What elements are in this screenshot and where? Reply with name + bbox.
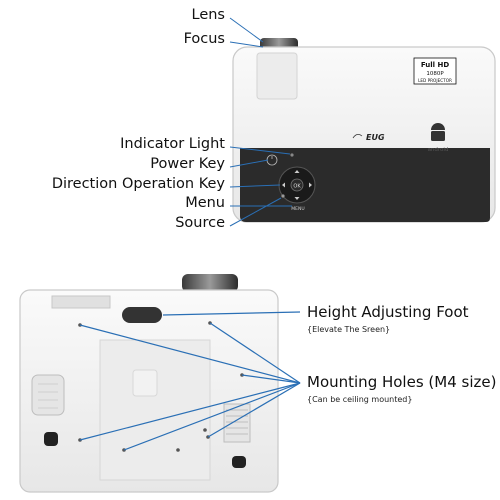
- android-text: android: [428, 147, 449, 153]
- left-arrow-icon: [282, 182, 285, 188]
- leader-hole-5: [207, 382, 301, 438]
- projector-top-view: Full HD 1080P LED PROJECTOR EUG android …: [229, 17, 496, 227]
- ok-label: OK: [293, 184, 301, 190]
- label-power-key: Power Key: [150, 156, 225, 172]
- badge-line2: 1080P: [426, 71, 444, 77]
- leader-lens: [229, 17, 264, 43]
- vent-left: [31, 374, 65, 416]
- leader-focus: [229, 41, 264, 48]
- label-lens: Lens: [191, 7, 226, 23]
- brand-swoosh: [352, 134, 363, 139]
- menu-key-label: MENU: [291, 206, 304, 212]
- source-button[interactable]: [281, 194, 285, 198]
- badge-line1: Full HD: [421, 61, 450, 69]
- leader-hole-4: [79, 382, 301, 441]
- label-height-foot-note: {Elevate The Sreen}: [307, 325, 391, 334]
- top-leader-lines: [229, 17, 292, 227]
- rear-ports: [51, 295, 111, 309]
- base-plate: [99, 339, 211, 481]
- height-adjusting-foot[interactable]: [122, 307, 162, 323]
- bottom-leader-lines: [79, 311, 301, 451]
- label-menu: Menu: [185, 195, 225, 211]
- brand-logo: EUG: [366, 133, 385, 142]
- mounting-hole: [203, 428, 207, 432]
- leader-height-foot: [162, 311, 301, 316]
- control-panel: [240, 148, 490, 222]
- label-indicator-light: Indicator Light: [120, 136, 225, 152]
- leader-hole-1: [79, 324, 301, 384]
- label-sticker: [132, 369, 158, 397]
- lens-cover: [256, 52, 298, 100]
- up-arrow-icon: [294, 170, 300, 173]
- foot-right: [232, 456, 246, 468]
- leader-hole-3: [241, 374, 301, 384]
- label-direction-key: Direction Operation Key: [51, 176, 225, 192]
- leader-hole-2: [209, 322, 301, 384]
- lens-bottom: [182, 274, 238, 292]
- right-arrow-icon: [309, 182, 312, 188]
- mounting-hole: [176, 448, 180, 452]
- ok-button[interactable]: [290, 178, 304, 192]
- leader-power: [229, 159, 269, 168]
- control-buttons: OK MENU: [266, 153, 316, 212]
- full-hd-badge: Full HD 1080P LED PROJECTOR: [413, 57, 457, 85]
- leader-direction: [229, 184, 281, 188]
- label-source: Source: [175, 215, 225, 231]
- leader-source: [229, 197, 282, 227]
- projector-bottom-view: [19, 274, 301, 493]
- down-arrow-icon: [294, 197, 300, 200]
- label-height-foot: Height Adjusting Foot: [307, 303, 469, 321]
- label-mounting-holes-note: {Can be ceiling mounted}: [307, 395, 413, 404]
- badge-line3: LED PROJECTOR: [418, 78, 452, 83]
- android-icon: android: [428, 123, 449, 153]
- indicator-light: [290, 153, 294, 157]
- foot-left: [44, 432, 58, 446]
- leader-hole-6: [123, 382, 301, 451]
- vent-right: [223, 403, 251, 443]
- leader-indicator: [229, 146, 291, 155]
- label-mounting-holes: Mounting Holes (M4 size): [307, 373, 497, 391]
- label-focus: Focus: [183, 31, 225, 47]
